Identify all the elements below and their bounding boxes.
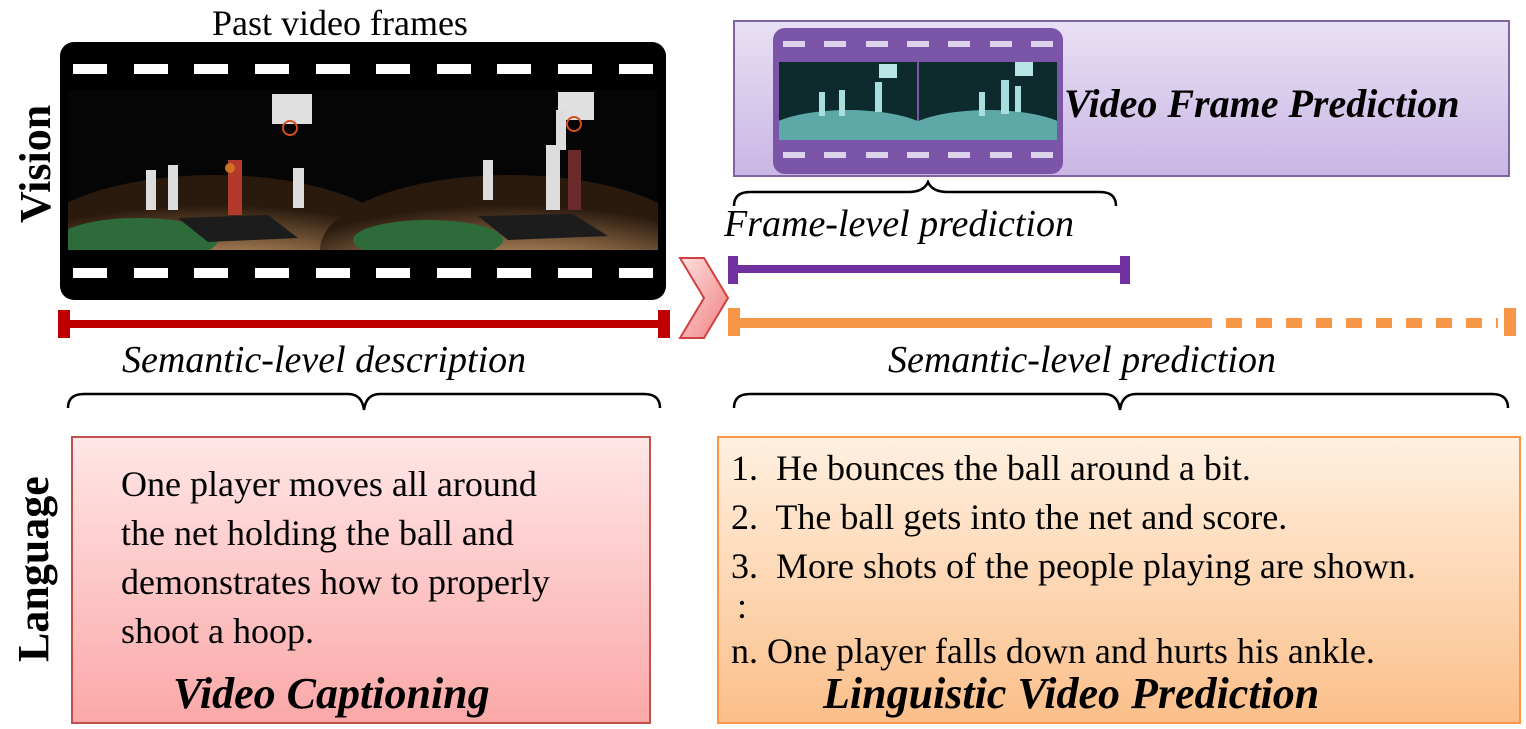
language-row-label: Language <box>9 476 58 662</box>
semantic-description-bar <box>64 320 668 328</box>
predicted-film-holes-bottom <box>773 152 1063 158</box>
predicted-frame-1 <box>779 62 938 140</box>
caption-line: One player moves all around <box>121 464 537 504</box>
semantic-prediction-bar-solid <box>734 318 1212 328</box>
description-brace <box>66 392 662 411</box>
prediction-item: 3. More shots of the people playing are … <box>731 542 1416 591</box>
video-captioning-box: One player moves all around the net hold… <box>71 436 651 724</box>
prediction-marker: 1. <box>731 448 758 488</box>
prediction-list: 1. He bounces the ball around a bit. 2. … <box>731 444 1416 676</box>
frame-level-bar <box>732 265 1128 273</box>
semantic-prediction-bar-end-cap <box>1504 308 1516 336</box>
past-frames-label: Past video frames <box>212 3 468 43</box>
predicted-frames-images <box>779 62 1057 140</box>
semantic-description-bar-end-cap <box>658 310 670 338</box>
caption-line: the net holding the ball and <box>121 513 514 553</box>
film-holes-bottom <box>60 268 666 278</box>
vision-row-label: Vision <box>11 104 60 223</box>
semantic-prediction-bar-start-cap <box>728 308 740 336</box>
linguistic-prediction-box: 1. He bounces the ball around a bit. 2. … <box>717 436 1521 724</box>
frame-level-bar-start-cap <box>728 256 738 284</box>
prediction-text: More shots of the people playing are sho… <box>776 546 1416 586</box>
prediction-marker: n. <box>731 631 758 671</box>
past-frames-images <box>68 90 658 250</box>
film-holes-top <box>60 64 666 74</box>
caption-line: demonstrates how to properly <box>121 562 550 602</box>
semantic-description-bar-start-cap <box>58 310 70 338</box>
frame-level-label: Frame-level prediction <box>724 203 1074 245</box>
prediction-brace <box>732 392 1510 411</box>
predicted-frame-2 <box>898 62 1057 140</box>
prediction-item: n. One player falls down and hurts his a… <box>731 627 1416 676</box>
linguistic-prediction-title: Linguistic Video Prediction <box>823 669 1320 718</box>
frame-prediction-title: Video Frame Prediction <box>1064 81 1460 126</box>
prediction-item: 1. He bounces the ball around a bit. <box>731 444 1416 493</box>
frame-level-bar-end-cap <box>1120 256 1130 284</box>
semantic-prediction-bar-dotted <box>1226 318 1498 328</box>
prediction-ellipsis: : <box>731 588 1416 627</box>
semantic-description-label: Semantic-level description <box>122 339 527 381</box>
past-frame-1 <box>68 90 405 250</box>
video-captioning-title: Video Captioning <box>173 669 490 718</box>
prediction-item: 2. The ball gets into the net and score. <box>731 493 1416 542</box>
caption-text: One player moves all around the net hold… <box>121 460 550 656</box>
semantic-prediction-label: Semantic-level prediction <box>888 339 1276 381</box>
frame-level-brace <box>732 180 1118 207</box>
prediction-text: The ball gets into the net and score. <box>775 497 1288 537</box>
prediction-text: One player falls down and hurts his ankl… <box>767 631 1375 671</box>
prediction-text: He bounces the ball around a bit. <box>776 448 1251 488</box>
prediction-marker: : <box>737 586 748 626</box>
predicted-film-holes-top <box>773 41 1063 47</box>
chevron-arrow-icon <box>678 257 730 339</box>
past-frame-2 <box>320 90 658 250</box>
caption-line: shoot a hoop. <box>121 611 314 651</box>
prediction-marker: 3. <box>731 546 758 586</box>
prediction-marker: 2. <box>731 497 758 537</box>
